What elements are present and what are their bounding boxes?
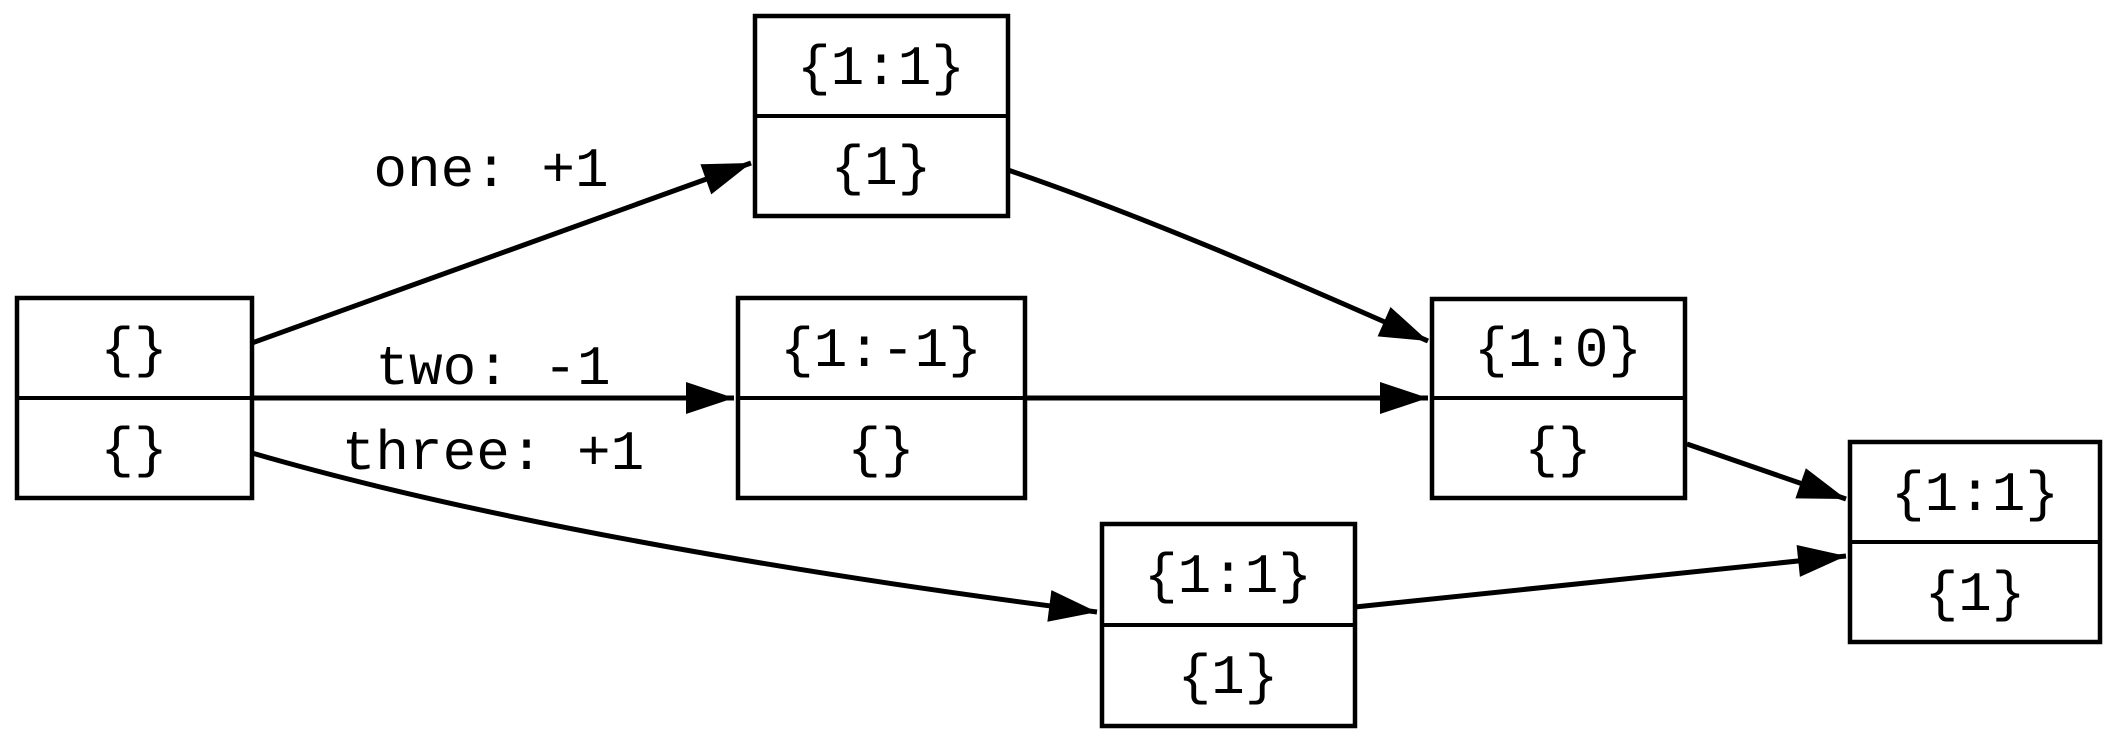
node-start: {} {} [14, 295, 255, 501]
node-after-three: {1:1} {1} [1099, 521, 1358, 729]
node-final-merge-top-cell: {1:1} [1891, 463, 2059, 527]
edge-three [251, 450, 1098, 622]
node-after-merge: {1:0} {} [1429, 296, 1688, 501]
node-after-two-bottom-cell: {} [847, 419, 914, 483]
node-after-three-bottom-cell: {1} [1178, 646, 1279, 710]
edge-one [251, 160, 752, 346]
node-after-one-bottom-cell: {1} [831, 137, 932, 201]
edge-after-one-to-merge [1007, 167, 1430, 344]
edge-label-one: one: +1 [373, 139, 608, 203]
node-after-merge-top-cell: {1:0} [1474, 319, 1642, 383]
node-final-merge: {1:1} {1} [1847, 439, 2103, 645]
node-after-two-top-cell: {1:-1} [780, 319, 982, 383]
node-final-merge-bottom-cell: {1} [1925, 563, 2026, 627]
node-start-top-cell: {} [100, 319, 167, 383]
node-start-bottom-cell: {} [100, 419, 167, 483]
node-after-three-top-cell: {1:1} [1144, 545, 1312, 609]
node-after-one: {1:1} {1} [752, 13, 1011, 219]
edge-label-three: three: +1 [342, 422, 644, 486]
edge-label-two: two: -1 [375, 337, 610, 401]
edge-merge-to-final [1686, 441, 1847, 502]
node-after-two: {1:-1} {} [735, 295, 1028, 501]
node-after-one-top-cell: {1:1} [797, 37, 965, 101]
edge-after-three-to-final [1354, 545, 1847, 610]
edge-labels: one: +1 two: -1 three: +1 [342, 139, 644, 486]
node-after-merge-bottom-cell: {} [1524, 419, 1591, 483]
edges [251, 160, 1847, 622]
